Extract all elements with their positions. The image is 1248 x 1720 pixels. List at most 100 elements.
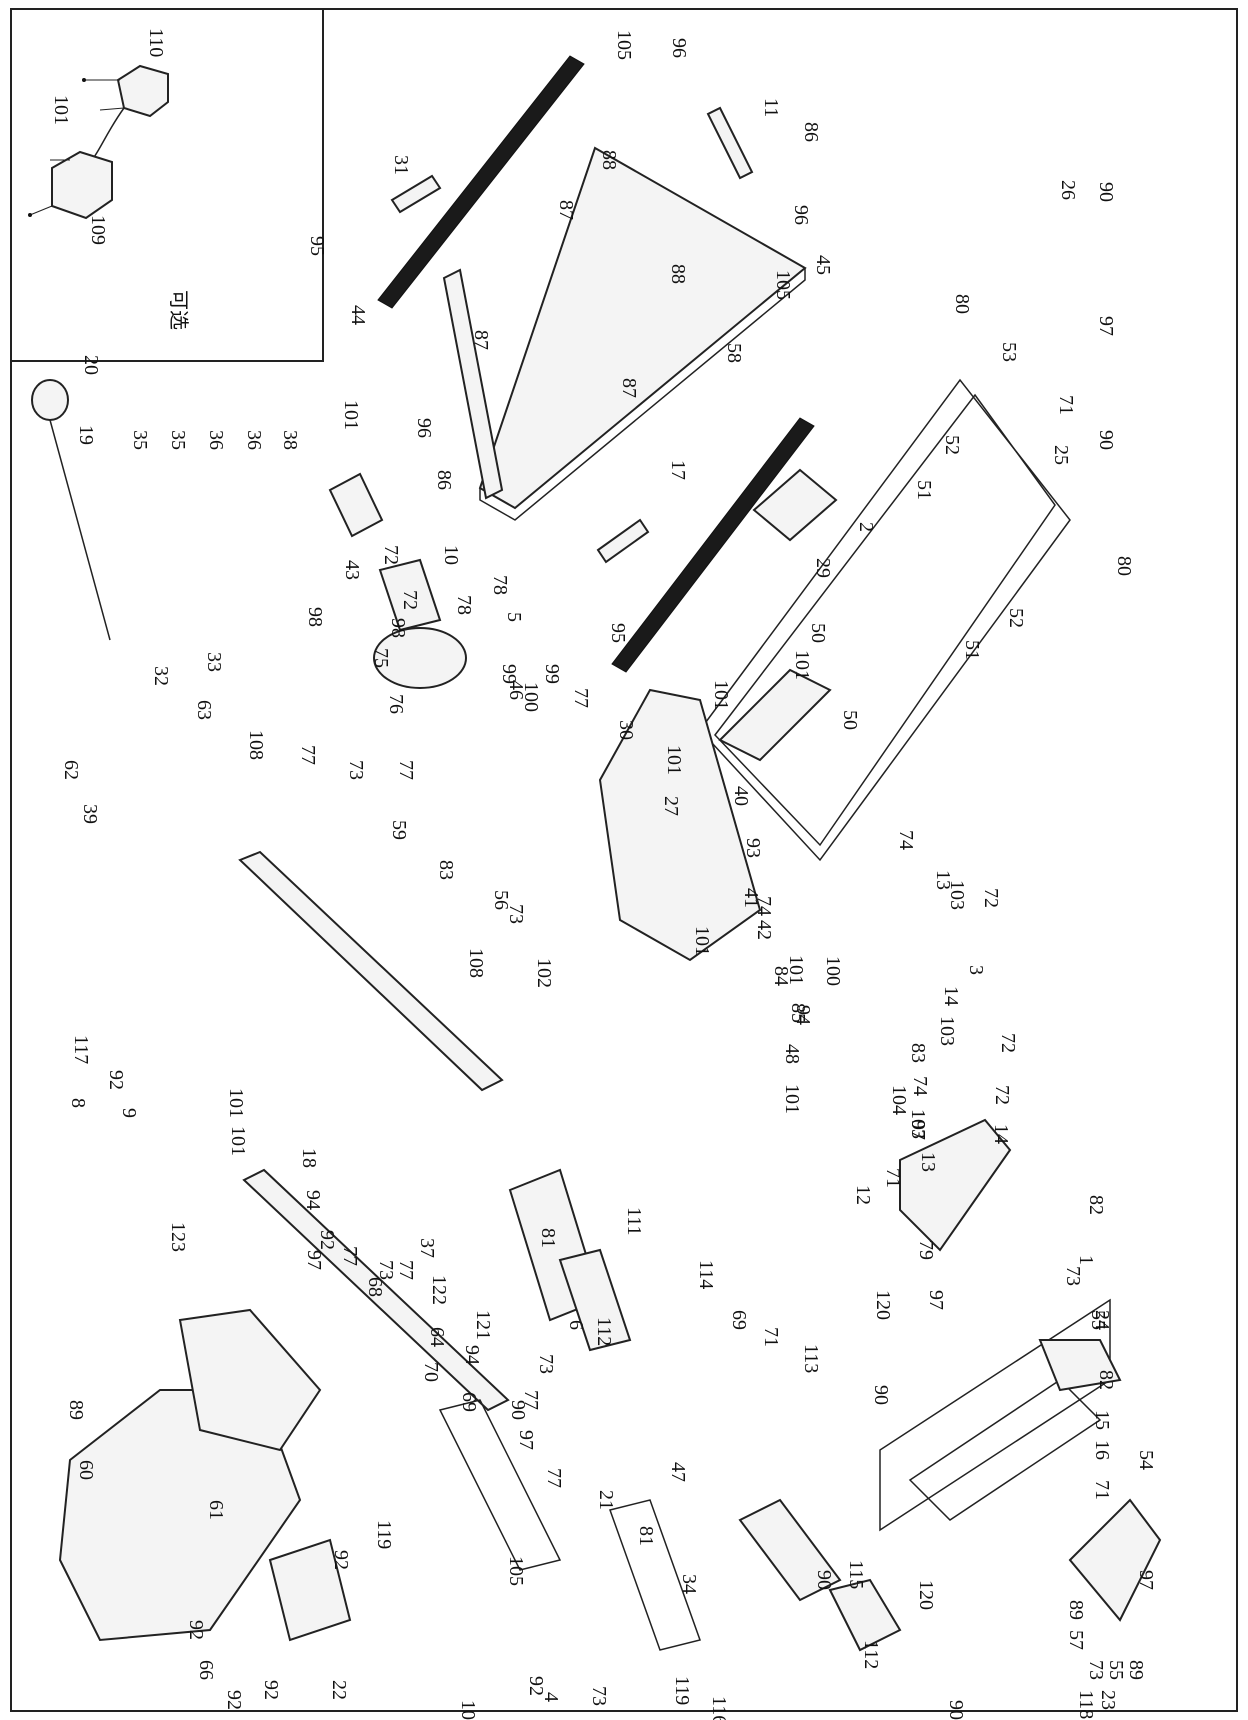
part-number-label: 115 <box>845 1560 867 1589</box>
part-number-label: 94 <box>792 1005 814 1025</box>
inset-part-label: 101 <box>50 95 72 125</box>
part-number-label: 105 <box>613 30 635 60</box>
part-number-label: 77 <box>520 1390 542 1410</box>
part-number-label: 96 <box>668 38 690 58</box>
part-number-label: 63 <box>193 700 215 720</box>
inset-part-label: 109 <box>87 215 109 245</box>
part-number-label: 108 <box>245 730 267 760</box>
part-number-label: 89 <box>65 1400 87 1420</box>
part-number-label: 92 <box>223 1690 245 1710</box>
part-number-label: 1 <box>1075 1255 1097 1265</box>
part-number-label: 73 <box>1085 1660 1107 1680</box>
part-number-label: 92 <box>260 1680 282 1700</box>
part-number-label: 112 <box>860 1640 882 1669</box>
part-number-label: 44 <box>347 305 369 325</box>
part-number-label: 8 <box>67 1098 89 1108</box>
part-number-label: 43 <box>341 560 363 580</box>
part-number-label: 57 <box>1065 1630 1087 1650</box>
part-number-label: 112 <box>593 1317 615 1346</box>
part-number-label: 51 <box>913 480 935 500</box>
part-number-label: 68 <box>364 1277 386 1297</box>
part-number-label: 83 <box>907 1043 929 1063</box>
part-number-label: 13 <box>932 870 954 890</box>
part-number-label: 120 <box>872 1290 894 1320</box>
part-number-label: 76 <box>385 694 407 714</box>
part-number-label: 50 <box>807 623 829 643</box>
part-number-label: 73 <box>535 1354 557 1374</box>
part-number-label: 30 <box>615 720 637 740</box>
part-number-label: 27 <box>660 796 682 816</box>
part-number-label: 84 <box>770 966 792 986</box>
part-number-label: 73 <box>1062 1266 1084 1286</box>
part-number-label: 101 <box>710 680 732 710</box>
part-number-label: 21 <box>595 1490 617 1510</box>
part-number-label: 73 <box>375 1260 397 1280</box>
part-number-label: 87 <box>555 200 577 220</box>
console-and-handles <box>58 1168 902 1652</box>
part-number-label: 72 <box>997 1033 1019 1053</box>
part-number-label: 61 <box>205 1500 227 1520</box>
part-number-label: 12 <box>852 1185 874 1205</box>
part-number-label: 3 <box>965 965 987 975</box>
part-number-label: 56 <box>490 890 512 910</box>
uprights <box>238 850 510 1412</box>
part-number-label: 78 <box>489 575 511 595</box>
part-number-label: 118 <box>1075 1690 1097 1719</box>
part-number-label: 97 <box>515 1430 537 1450</box>
part-number-label: 101 <box>225 1088 247 1118</box>
part-number-label: 77 <box>297 745 319 765</box>
part-number-label: 97 <box>925 1290 947 1310</box>
part-number-label: 36 <box>205 430 227 450</box>
part-number-label: 71 <box>1055 395 1077 415</box>
part-number-label: 95 <box>306 236 328 256</box>
part-number-label: 26 <box>1057 180 1079 200</box>
part-number-label: 90 <box>507 1400 529 1420</box>
part-number-label: 22 <box>328 1680 350 1700</box>
part-number-label: 114 <box>695 1260 717 1289</box>
part-number-label: 90 <box>1095 182 1117 202</box>
part-number-label: 96 <box>413 418 435 438</box>
part-number-label: 79 <box>915 1240 937 1260</box>
part-number-label: 24 <box>1091 1310 1113 1330</box>
part-number-label: 86 <box>433 470 455 490</box>
part-number-label: 71 <box>760 1327 782 1347</box>
part-number-label: 11 <box>760 98 782 117</box>
diagram-frame <box>10 8 1238 1712</box>
part-number-label: 77 <box>395 1260 417 1280</box>
part-number-label: 104 <box>888 1085 910 1115</box>
part-number-label: 47 <box>667 1462 689 1482</box>
part-number-label: 69 <box>728 1310 750 1330</box>
part-number-label: 59 <box>388 820 410 840</box>
part-number-label: 40 <box>730 786 752 806</box>
part-number-label: 97 <box>1135 1570 1157 1590</box>
part-number-label: 88 <box>667 264 689 284</box>
part-number-label: 9 <box>118 1108 140 1118</box>
part-number-label: 101 <box>663 745 685 775</box>
part-number-label: 53 <box>998 342 1020 362</box>
part-number-label: 19 <box>75 425 97 445</box>
part-number-label: 71 <box>1091 1480 1113 1500</box>
part-number-label: 5 <box>503 612 525 622</box>
part-number-label: 6 <box>565 1320 587 1330</box>
part-number-label: 97 <box>1095 316 1117 336</box>
part-number-label: 82 <box>1085 1195 1107 1215</box>
part-number-label: 97 <box>303 1250 325 1270</box>
part-number-label: 34 <box>678 1574 700 1594</box>
part-number-label: 72 <box>380 545 402 565</box>
part-number-label: 93 <box>742 838 764 858</box>
inset-part-label: 110 <box>145 28 167 57</box>
lower-frame <box>879 1118 1162 1622</box>
part-number-label: 55 <box>1105 1660 1127 1680</box>
part-number-label: 54 <box>1135 1450 1157 1470</box>
part-number-label: 2 <box>855 522 877 532</box>
part-number-label: 94 <box>302 1190 324 1210</box>
base-frame <box>699 378 1071 862</box>
part-number-label: 36 <box>243 430 265 450</box>
part-number-label: 80 <box>1113 556 1135 576</box>
part-number-label: 23 <box>1097 1690 1119 1710</box>
part-number-label: 120 <box>915 1580 937 1610</box>
part-number-label: 69 <box>458 1392 480 1412</box>
part-number-label: 38 <box>279 430 301 450</box>
part-number-label: 99 <box>498 664 520 684</box>
